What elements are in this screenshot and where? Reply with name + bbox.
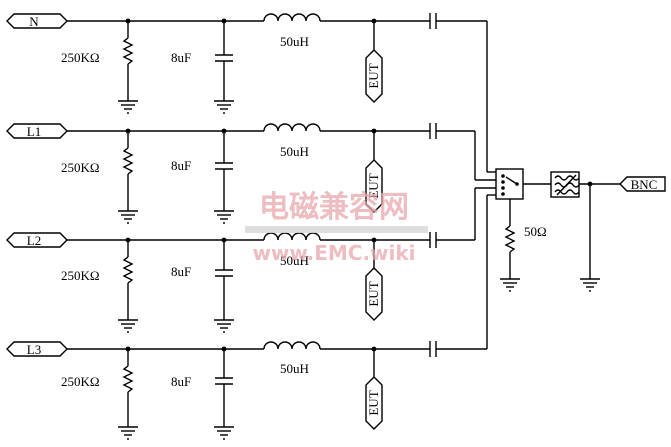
resistor-label: 250KΩ [61, 374, 100, 389]
port-tag-l2 [6, 232, 68, 248]
eut-label: EUT [366, 63, 381, 88]
resistor [122, 147, 134, 175]
watermark-url: www.EMC.wiki [252, 241, 415, 265]
port-label-l1: L1 [27, 124, 41, 139]
eut-tag [365, 267, 383, 321]
line-l2: L2 250KΩ 8uF 50uH [6, 187, 496, 333]
port-tag-l1 [6, 123, 68, 139]
ground-icon [118, 426, 138, 440]
bnc-output-label: BNC [631, 177, 658, 192]
port-tag-n [6, 13, 68, 29]
ground-icon [500, 278, 520, 292]
ground-icon [118, 319, 138, 333]
capacitor-label: 8uF [171, 50, 191, 65]
line-l1: L1 250KΩ 8uF 50uH [6, 123, 496, 224]
line-l3: L3 250KΩ 8uF 50uH [6, 194, 496, 440]
inductor [263, 341, 321, 350]
watermark: 电磁兼容网 www.EMC.wiki [245, 190, 428, 265]
eut-tag [365, 159, 383, 213]
inductor-label: 50uH [280, 253, 309, 268]
inductor [263, 232, 321, 241]
eut-tag [365, 49, 383, 103]
inductor-label: 50uH [280, 361, 309, 376]
line-selector-switch [495, 168, 524, 200]
resistor [122, 365, 134, 393]
highpass-filter-icon [550, 171, 580, 198]
ground-icon [214, 210, 234, 224]
inductor [263, 13, 321, 22]
ground-icon [580, 278, 600, 292]
capacitor-label: 8uF [171, 374, 191, 389]
ground-icon [118, 100, 138, 114]
eut-label: EUT [366, 173, 381, 198]
port-tag-l3 [6, 341, 68, 357]
resistor [122, 37, 134, 65]
resistor [122, 256, 134, 284]
line-n: N 250KΩ 8uF [6, 13, 496, 173]
termination-resistor-label: 50Ω [524, 224, 547, 239]
inductor-label: 50uH [280, 34, 309, 49]
capacitor-label: 8uF [171, 158, 191, 173]
termination-resistor [504, 225, 516, 253]
port-label-l3: L3 [27, 342, 41, 357]
watermark-bar [245, 226, 428, 233]
ground-icon [214, 100, 234, 114]
inductor [263, 123, 321, 132]
eut-label: EUT [366, 390, 381, 415]
eut-label: EUT [366, 281, 381, 306]
capacitor-label: 8uF [171, 264, 191, 279]
switch-box [495, 168, 524, 200]
ground-icon [214, 426, 234, 440]
resistor-label: 250KΩ [61, 268, 100, 283]
switch-arm [505, 176, 518, 185]
ground-icon [118, 210, 138, 224]
resistor-label: 250KΩ [61, 160, 100, 175]
ground-icon [214, 319, 234, 333]
port-label-n: N [29, 14, 39, 29]
port-label-l2: L2 [27, 233, 41, 248]
resistor-label: 250KΩ [61, 50, 100, 65]
bnc-output-tag [619, 176, 666, 192]
inductor-label: 50uH [280, 144, 309, 159]
eut-tag [365, 376, 383, 430]
watermark-title: 电磁兼容网 [259, 190, 409, 225]
